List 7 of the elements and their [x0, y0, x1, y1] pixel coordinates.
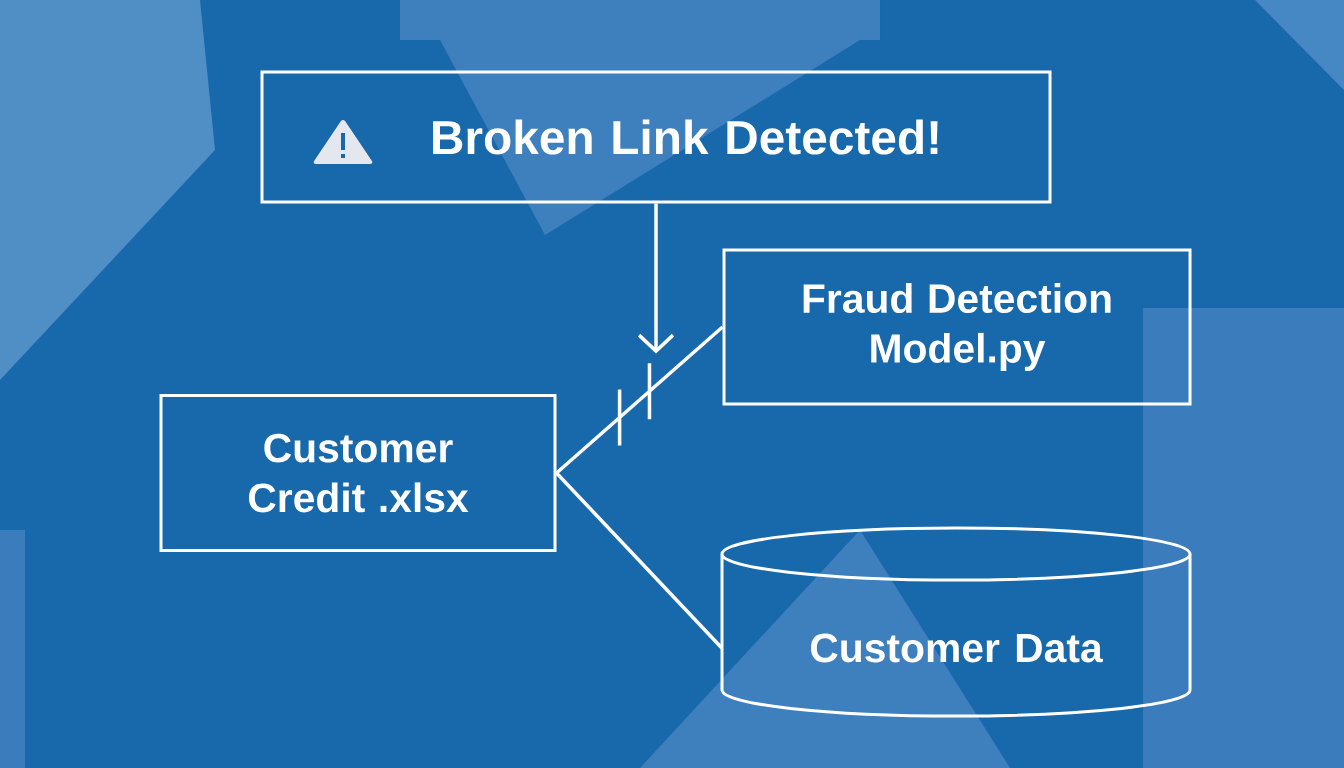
process-box: Broken Link Detected!	[260, 70, 1052, 204]
broken-connector	[554, 325, 725, 475]
process-box: Customer Credit .xlsx	[159, 394, 557, 552]
process-box: Fraud Detection Model.py	[722, 248, 1192, 406]
connector-line	[555, 471, 724, 650]
arrow	[637, 203, 675, 354]
database-cylinder: Customer Data	[720, 526, 1192, 718]
